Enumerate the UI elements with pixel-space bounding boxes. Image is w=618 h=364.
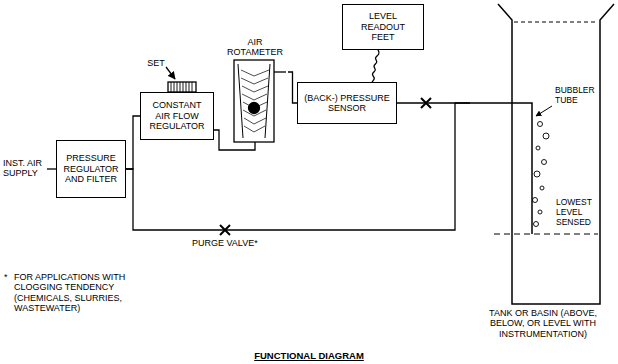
node-text: CONSTANT AIR FLOW REGULATOR xyxy=(148,100,206,131)
tank: TANK OR BASIN (ABOVE, BELOW, OR LEVEL WI… xyxy=(470,2,616,342)
readout-box: LEVEL READOUT FEET xyxy=(342,4,424,50)
rotameter-tube xyxy=(238,64,270,138)
bubble xyxy=(538,210,542,214)
rotameter-body xyxy=(234,60,274,142)
supply-line xyxy=(47,168,56,169)
supply-label: INST. AIR SUPPLY xyxy=(3,158,47,179)
bubble xyxy=(534,222,539,227)
rotameter-outlet xyxy=(274,71,286,72)
rotameter-scale xyxy=(241,70,269,132)
level-label: LOWEST LEVEL SENSED xyxy=(556,198,599,227)
process-box: PRESSURE REGULATOR AND FILTER xyxy=(56,140,126,198)
node-text: PRESSURE REGULATOR AND FILTER xyxy=(62,153,120,184)
knob-hatch xyxy=(171,82,192,92)
bubble xyxy=(543,133,549,139)
bubbler-tube xyxy=(470,103,532,234)
valve-label: PURGE VALVE* xyxy=(192,238,272,248)
tank-outline xyxy=(498,4,614,304)
air-line xyxy=(126,116,140,169)
footnote-mark: * xyxy=(4,272,12,282)
node-text: (BACK-) PRESSURE SENSOR xyxy=(302,93,392,114)
bubble xyxy=(536,146,540,150)
process-box: CONSTANT AIR FLOW REGULATOR xyxy=(140,92,214,140)
caption-row: FUNCTIONAL DIAGRAM xyxy=(0,345,618,363)
bubble xyxy=(542,160,547,165)
rotameter-float xyxy=(249,103,260,114)
node-text: AIR ROTAMETER xyxy=(225,37,285,58)
footnote: FOR APPLICATIONS WITH CLOGGING TENDENCY … xyxy=(14,272,146,313)
air-line xyxy=(214,130,255,150)
bubble xyxy=(538,122,543,127)
set-arrow xyxy=(166,67,175,79)
leader-arrow xyxy=(536,106,552,116)
node-text: LEVEL READOUT FEET xyxy=(358,11,408,42)
bubble xyxy=(540,186,544,190)
illustration-group xyxy=(47,4,614,304)
part-label: BUBBLER TUBE xyxy=(555,86,599,106)
sensor-box: (BACK-) PRESSURE SENSOR xyxy=(297,82,397,124)
caption: FUNCTIONAL DIAGRAM xyxy=(254,350,364,361)
set-label: SET xyxy=(146,58,166,68)
set-knob xyxy=(168,82,196,92)
signal-line xyxy=(372,50,379,82)
bubbles xyxy=(533,122,550,227)
bubble xyxy=(534,171,540,177)
liquid-surface xyxy=(514,22,598,23)
node-text: TANK OR BASIN (ABOVE, BELOW, OR LEVEL WI… xyxy=(475,308,611,339)
air-line xyxy=(288,72,297,103)
lowest-level-line xyxy=(494,234,598,235)
bubble xyxy=(533,198,538,203)
rotameter: AIR ROTAMETER xyxy=(222,36,288,142)
